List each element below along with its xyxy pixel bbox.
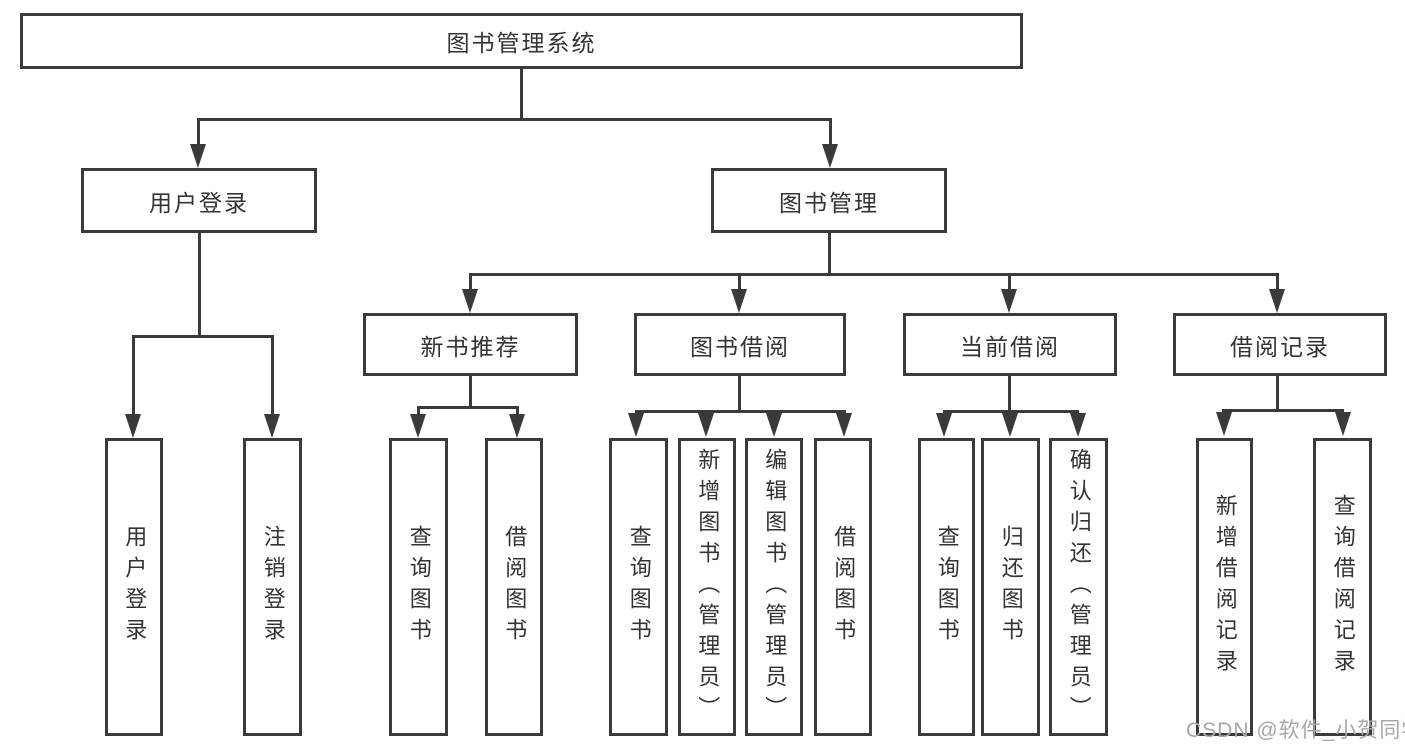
connector-line [1008,376,1011,413]
arrow-down-icon [509,414,525,438]
arrow-down-icon [698,413,714,437]
leaf-borrow-books-recommend: 借阅图书 [485,438,543,736]
connector-line [1222,409,1344,412]
connector-line [132,335,135,417]
leaf-label: 查询借阅记录 [1330,494,1356,680]
node-label: 借阅记录 [1230,333,1330,360]
arrow-down-icon [410,414,426,438]
connector-line [520,68,523,119]
leaf-label: 查询图书 [626,525,652,649]
arrow-down-icon [1216,412,1232,436]
csdn-watermark: CSDN @软件_小贺同学 [1186,719,1405,742]
leaf-edit-books-admin: 编辑图书（管理员） [745,438,803,736]
leaf-query-books-current: 查询图书 [918,438,975,736]
arrow-down-icon [936,413,952,437]
leaf-label: 借阅图书 [831,525,857,649]
node-label: 图书管理系统 [446,30,597,56]
arrow-down-icon [731,289,747,313]
leaf-label: 归还图书 [998,525,1024,649]
arrow-down-icon [822,144,838,168]
node-label: 当前借阅 [960,333,1060,360]
leaf-label: 编辑图书（管理员） [762,447,788,727]
arrow-down-icon [1269,289,1285,313]
leaf-add-books-admin: 新增图书（管理员） [678,438,736,736]
arrow-down-icon [628,413,644,437]
arrow-down-icon [1335,412,1351,436]
leaf-borrow-books: 借阅图书 [814,438,872,736]
leaf-label: 新增借阅记录 [1212,494,1238,680]
node-current-borrowing: 当前借阅 [903,313,1117,376]
connector-line [469,273,472,291]
connector-line [1276,273,1279,291]
leaf-label: 查询图书 [406,525,432,649]
connector-line [271,335,274,417]
connector-line [197,118,200,148]
arrow-down-icon [1001,289,1017,313]
leaf-query-books-recommend: 查询图书 [389,438,448,736]
connector-line [738,273,741,291]
connector-line [417,406,420,415]
connector-line [469,273,1279,276]
node-user-login: 用户登录 [81,168,317,233]
connector-line [738,376,741,413]
node-label: 图书管理 [779,189,879,216]
leaf-label: 新增图书（管理员） [695,447,721,727]
arrow-down-icon [462,289,478,313]
leaf-query-books-borrowing: 查询图书 [609,438,668,736]
node-new-book-recommendation: 新书推荐 [363,313,578,376]
node-label: 用户登录 [149,189,249,216]
arrow-down-icon [1002,413,1018,437]
node-borrowing-records: 借阅记录 [1173,313,1387,376]
connector-line [828,233,831,276]
leaf-label: 确认归还（管理员） [1066,447,1092,727]
leaf-return-books: 归还图书 [981,438,1040,736]
node-label: 图书借阅 [690,333,790,360]
leaf-add-borrow-record: 新增借阅记录 [1196,438,1253,736]
leaf-label: 用户登录 [122,525,148,649]
arrow-down-icon [125,414,141,438]
node-label: 新书推荐 [420,333,521,360]
leaf-query-borrow-record: 查询借阅记录 [1313,438,1372,736]
connector-line [197,118,832,121]
arrow-down-icon [190,144,206,168]
connector-line [829,118,832,148]
connector-line [1008,273,1011,291]
leaf-logout: 注销登录 [243,438,302,736]
connector-line [635,410,846,413]
connector-line [469,376,472,409]
arrow-down-icon [1070,413,1086,437]
connector-line [1276,376,1279,412]
leaf-label: 查询图书 [934,525,960,649]
connector-line [417,406,519,409]
node-book-borrowing: 图书借阅 [634,313,846,376]
leaf-user-login: 用户登录 [105,438,163,736]
connector-line [198,233,201,335]
arrow-down-icon [264,414,280,438]
arrow-down-icon [766,413,782,437]
leaf-confirm-return-admin: 确认归还（管理员） [1049,438,1108,736]
connector-line [516,406,519,415]
connector-line [132,335,274,338]
leaf-label: 注销登录 [260,525,286,649]
node-book-management: 图书管理 [711,168,947,233]
arrow-down-icon [836,413,852,437]
node-library-management-system: 图书管理系统 [20,13,1023,69]
connector-line [943,410,1079,413]
leaf-label: 借阅图书 [502,525,528,649]
